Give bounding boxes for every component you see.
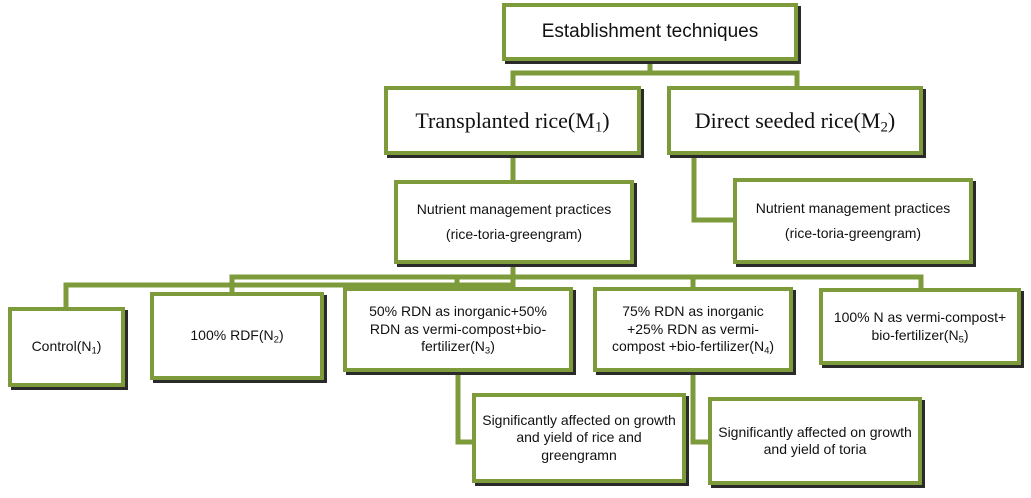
outcome-line1: Significantly affected on growth [482, 411, 676, 428]
connector-nutrient-treatments [63, 261, 924, 310]
root-label: Establishment techniques [541, 21, 759, 43]
treatment-box-n2: 100% RDF(N2) [150, 292, 324, 380]
connector-m2-nutrient [691, 152, 736, 223]
nutrient-line1: Nutrient management practices [755, 199, 951, 216]
treatment-line2: bio-fertilizer(N5) [871, 326, 969, 345]
method-label: Transplanted rice(M1) [415, 107, 610, 136]
connector-root-methods [510, 58, 800, 89]
nutrient-line2: (rice-toria-greengram) [445, 226, 583, 242]
outcome-line3: greengramn [541, 446, 617, 463]
treatment-box-n5: 100% N as vermi-compost+ bio-fertilizer(… [819, 288, 1021, 365]
nutrient-line2: (rice-toria-greengram) [784, 225, 922, 241]
treatment-line1: 100% N as vermi-compost+ [833, 309, 1007, 325]
method-box-transplanted: Transplanted rice(M1) [384, 86, 641, 155]
treatment-line3: fertilizer(N3) [421, 338, 495, 357]
root-box: Establishment techniques [502, 3, 798, 61]
nutrient-box-1: Nutrient management practices (rice-tori… [394, 180, 634, 264]
treatment-line1: 50% RDN as inorganic+50% [369, 303, 547, 320]
treatment-box-n4: 75% RDN as inorganic +25% RDN as vermi- … [593, 287, 793, 372]
method-label: Direct seeded rice(M2) [694, 107, 896, 136]
treatment-box-n3: 50% RDN as inorganic+50% RDN as vermi-co… [343, 287, 573, 372]
method-box-direct-seeded: Direct seeded rice(M2) [667, 86, 923, 155]
outcome-box-rice-greengram: Significantly affected on growth and yie… [472, 393, 686, 483]
treatment-line2: +25% RDN as vermi- [627, 320, 759, 337]
nutrient-box-2: Nutrient management practices (rice-tori… [733, 178, 973, 264]
outcome-line2: and yield of rice and [516, 429, 642, 446]
connector-n3-outcome [455, 369, 475, 445]
connector-n4-outcome [690, 369, 711, 445]
treatment-line1: 75% RDN as inorganic [622, 303, 764, 320]
treatment-box-n1: Control(N1) [8, 307, 125, 387]
nutrient-line1: Nutrient management practices [416, 200, 612, 217]
treatment-line2: RDN as vermi-compost+bio- [369, 320, 547, 337]
treatment-line3: compost +bio-fertilizer(N4) [611, 338, 775, 357]
outcome-box-toria: Significantly affected on growth and yie… [708, 397, 922, 485]
treatment-label: 100% RDF(N2) [190, 327, 284, 346]
treatment-label: Control(N1) [31, 338, 102, 357]
outcome-line1: Significantly affected on growth [718, 423, 912, 440]
outcome-line2: and yield of toria [763, 441, 867, 457]
